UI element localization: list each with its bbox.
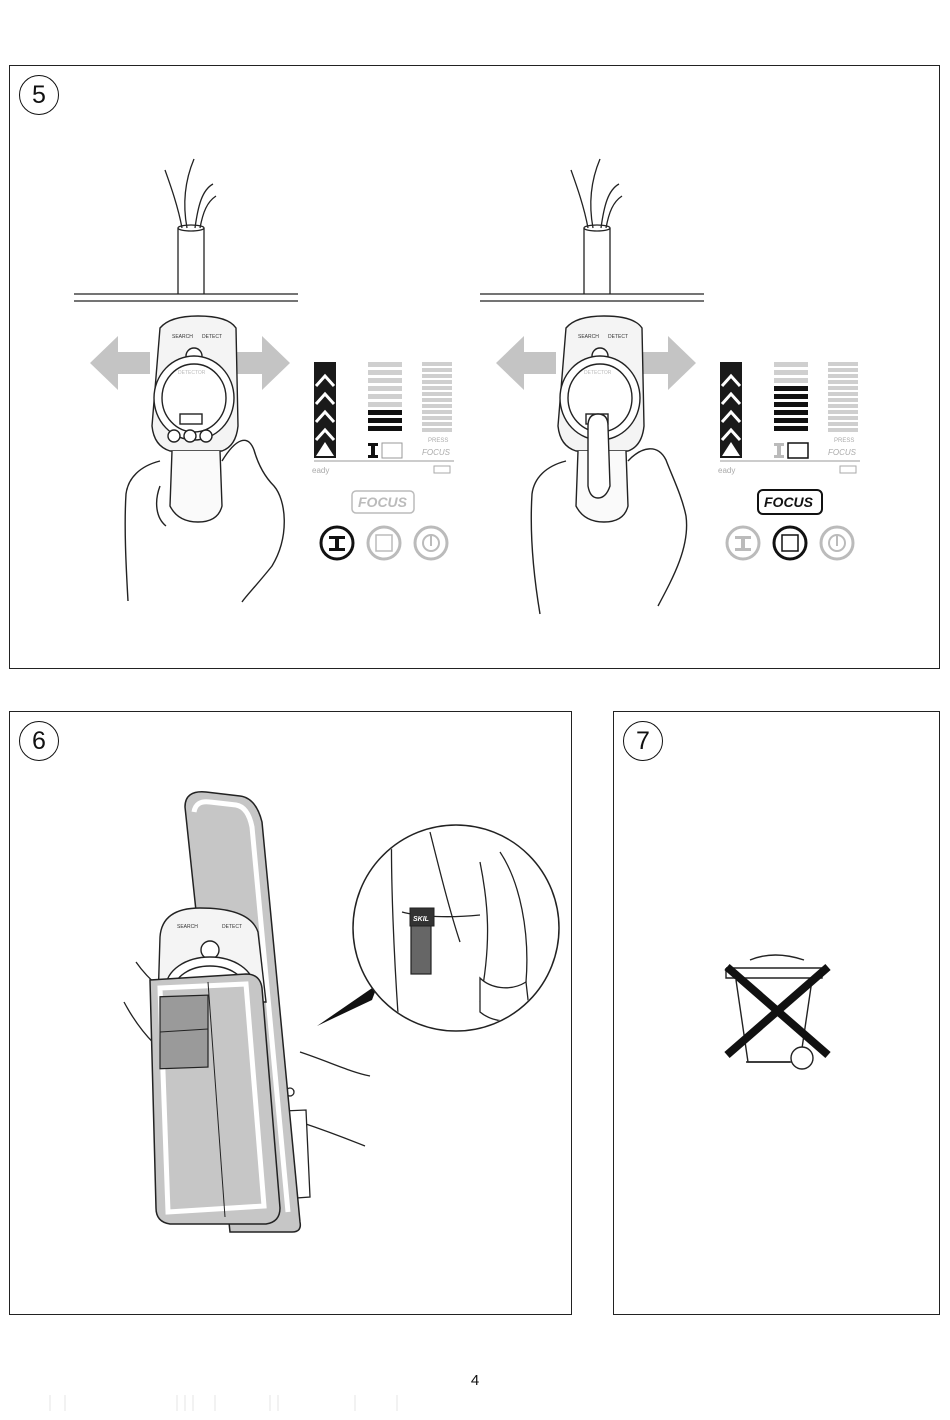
holster-brand-logo: SKIL — [413, 916, 429, 923]
lightning-warning-icon — [722, 442, 740, 456]
figure-number: 6 — [19, 721, 59, 761]
search-label: SEARCH — [578, 334, 599, 340]
search-label: SEARCH — [172, 334, 193, 340]
figure-7-panel: 7 — [613, 711, 940, 1315]
holster-pouch — [149, 973, 281, 1225]
wall-surface-right — [480, 293, 704, 302]
detect-label: DETECT — [608, 334, 628, 340]
display-bars-right — [774, 362, 858, 432]
mode-buttons-right — [725, 525, 855, 561]
search-label: SEARCH — [177, 924, 198, 930]
focus-badge — [757, 489, 823, 515]
display-signal-column-right — [720, 362, 742, 458]
ready-label: eady — [718, 466, 735, 475]
detail-circle: SKIL — [352, 824, 560, 1032]
focus-label-small: FOCUS — [828, 448, 857, 457]
wall-surface-left — [74, 293, 298, 302]
display-signal-column-left — [314, 362, 336, 458]
detail-pointer — [317, 984, 378, 1026]
battery-icon — [839, 465, 857, 474]
figure-5-panel: 5 — [9, 65, 940, 669]
figure-number: 7 — [623, 721, 663, 761]
double-arrow-icon — [496, 336, 696, 390]
battery-icon — [433, 465, 451, 474]
lightning-warning-icon — [316, 442, 334, 456]
wires-in-conduit-right — [570, 158, 623, 294]
wires-in-conduit-left — [164, 158, 217, 294]
figure-5-illustration: SEARCH DETECT DETECTOR — [74, 158, 860, 615]
page-number: 4 — [470, 1372, 480, 1389]
figure-number: 5 — [19, 75, 59, 115]
footer-marks — [49, 1395, 398, 1411]
ready-label: eady — [312, 466, 329, 475]
detect-label: DETECT — [222, 924, 242, 930]
focus-badge — [351, 490, 415, 514]
device-brand-label: DETECTOR — [178, 370, 206, 376]
focus-label-small: FOCUS — [422, 448, 451, 457]
double-arrow-icon — [90, 336, 290, 390]
press-label: PRESS — [834, 438, 854, 444]
metal-beam-icon — [774, 443, 784, 458]
focus-badge-label: FOCUS — [358, 494, 408, 510]
wood-stud-icon — [381, 442, 403, 459]
wood-stud-icon — [787, 442, 809, 459]
mode-buttons-left — [319, 525, 449, 561]
detector-device-right — [530, 315, 688, 615]
focus-badge-label: FOCUS — [764, 494, 814, 510]
detect-label: DETECT — [202, 334, 222, 340]
metal-beam-icon — [368, 443, 378, 458]
figure-6-illustration: SEARCH DETECT SKIL — [123, 791, 560, 1233]
wheelie-bin-crossed-icon — [724, 954, 831, 1070]
device-brand-label: DETECTOR — [584, 370, 612, 376]
figure-6-panel: 6 SEARCH DETECT — [9, 711, 572, 1315]
press-label: PRESS — [428, 438, 448, 444]
display-bars-left — [368, 362, 452, 432]
detector-device-left — [124, 315, 285, 603]
